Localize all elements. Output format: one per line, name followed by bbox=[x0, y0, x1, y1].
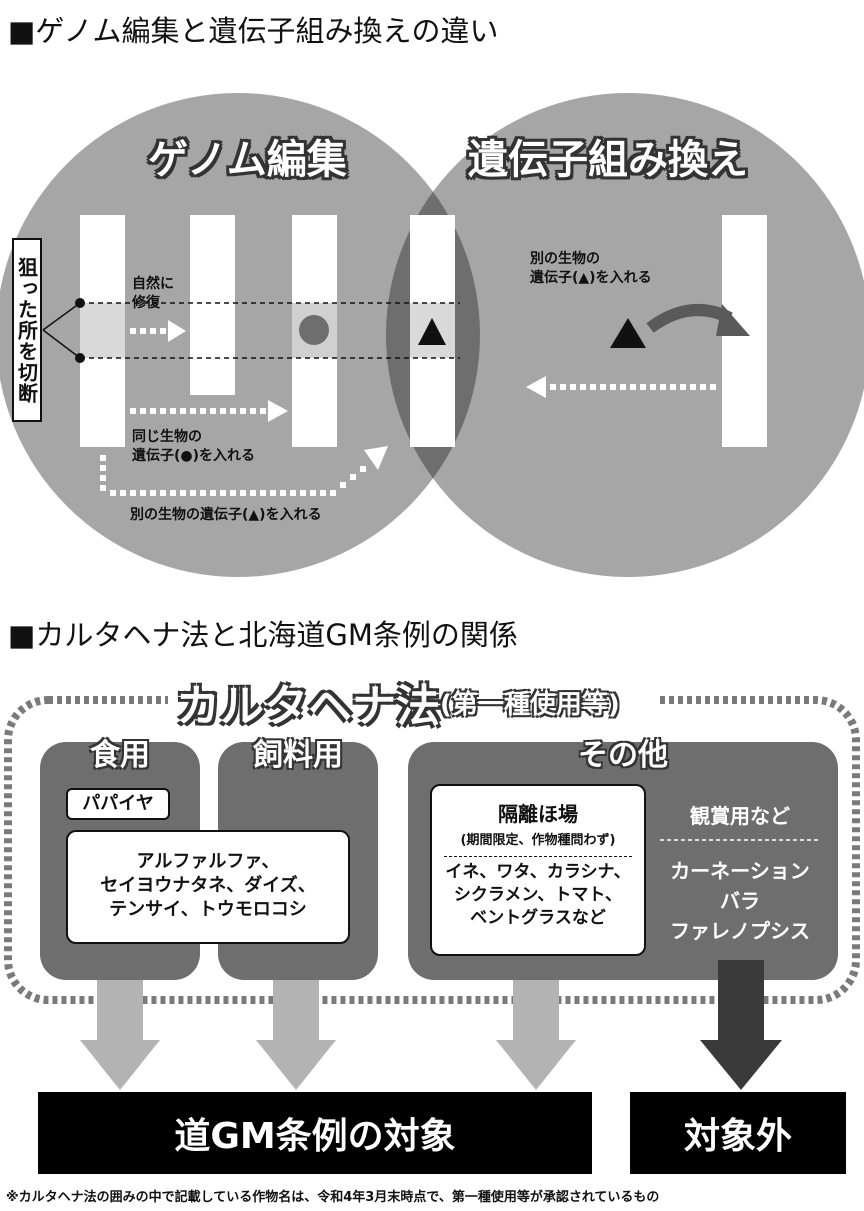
isolated-field-crops: イネ、ワタ、カラシナ、 シクラメン、トマト、 ベントグラスなど bbox=[445, 862, 631, 928]
footnote: ※カルタヘナ法の囲みの中で記載している作物名は、令和4年3月末時点で、第一種使用… bbox=[6, 1190, 660, 1205]
same-gene-label: 同じ生物の 遺伝子(●)を入れる bbox=[132, 429, 256, 464]
other-gene-gm-label: 別の生物の 遺伝子(▲)を入れる bbox=[530, 251, 652, 286]
ornamental-label: 観賞用など bbox=[690, 804, 790, 828]
dna-strand-2 bbox=[190, 215, 235, 395]
natural-repair-label: 自然に 修復 bbox=[132, 276, 174, 311]
section2-heading: ■カルタヘナ法と北海道GM条例の関係 bbox=[8, 618, 518, 652]
not-target-box: 対象外 bbox=[630, 1092, 846, 1174]
other-label: その他 bbox=[578, 738, 668, 773]
venn-diagram bbox=[0, 93, 864, 577]
papaya-box: パパイヤ bbox=[66, 788, 170, 820]
food-label: 食用 bbox=[90, 738, 150, 773]
genome-circle bbox=[0, 93, 480, 577]
feed-label: 飼料用 bbox=[253, 738, 343, 773]
gene-triangle-icon bbox=[418, 318, 446, 345]
food-feed-crops: アルファルファ、 セイヨウナタネ、ダイズ、 テンサイ、トウモロコシ bbox=[66, 830, 350, 944]
cartagena-subtitle: (第一種使用等) bbox=[440, 690, 620, 720]
gm-title: 遺伝子組み換え bbox=[468, 137, 748, 183]
cartagena-title: カルタヘナ法 bbox=[176, 681, 440, 732]
isolated-field-note: (期間限定、作物種問わず) bbox=[460, 833, 616, 848]
isolated-field-box: 隔離ほ場 (期間限定、作物種問わず) イネ、ワタ、カラシナ、 シクラメン、トマト… bbox=[430, 784, 646, 956]
genome-edit-title: ゲノム編集 bbox=[148, 137, 347, 183]
cut-region bbox=[80, 303, 125, 358]
same-gene-circle-icon bbox=[299, 315, 329, 345]
section1-heading: ■ゲノム編集と遺伝子組み換えの違い bbox=[8, 14, 499, 48]
ornamental-crops: カーネーション バラ ファレノプシス bbox=[670, 859, 810, 943]
gm-ordinance-target-box: 道GM条例の対象 bbox=[38, 1092, 592, 1174]
cut-label: 狙った所を切断 bbox=[12, 238, 42, 422]
isolated-field-title: 隔離ほ場 bbox=[498, 802, 578, 826]
gm-triangle-icon bbox=[610, 318, 646, 348]
other-gene-genome-label: 別の生物の遺伝子(▲)を入れる bbox=[130, 507, 322, 523]
